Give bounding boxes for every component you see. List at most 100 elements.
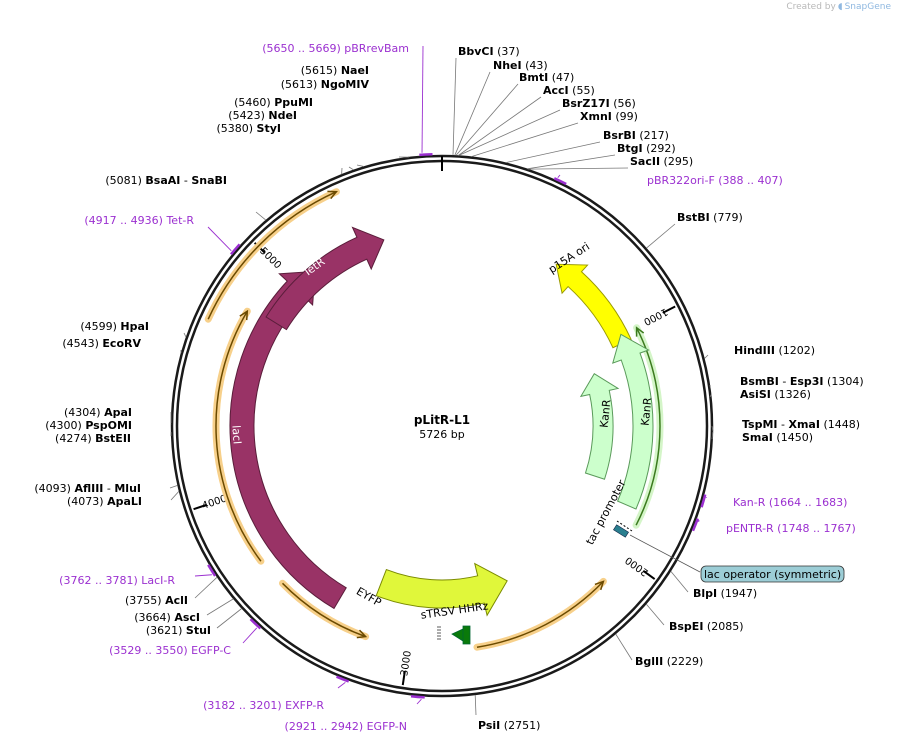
lac-operator-label: lac operator (symmetric) bbox=[704, 568, 841, 581]
primer-pbr322ori-f: pBR322ori-F (388 .. 407) bbox=[553, 174, 783, 187]
site-sacii: SacII (295) bbox=[528, 155, 693, 170]
tick-label-2000: 2000 bbox=[624, 554, 651, 578]
primer-label: Kan-R (1664 .. 1683) bbox=[733, 496, 847, 509]
tick-label-3000: 3000 bbox=[399, 650, 414, 677]
orf-bottom-left bbox=[279, 579, 370, 641]
primer-label: (5650 .. 5669) pBRrevBam bbox=[262, 42, 409, 55]
primer-laci-r: (3762 .. 3781) LacI-R bbox=[59, 564, 217, 587]
primer-pbrrevbam: (5650 .. 5669) pBRrevBam bbox=[262, 42, 433, 157]
site-bglii: BglII (2229) bbox=[615, 633, 703, 668]
site-label: (5081) BsaAI - SnaBI bbox=[105, 174, 227, 187]
feature-arrow-strsv-hhrz bbox=[451, 625, 471, 645]
site-acci: AccI (55) bbox=[458, 84, 595, 156]
restriction-sites: BbvCI (37)NheI (43)BmtI (47)AccI (55)Bsr… bbox=[34, 45, 863, 732]
site-label: (4274) BstEII bbox=[55, 432, 131, 445]
primer-label: pENTR-R (1748 .. 1767) bbox=[726, 522, 856, 535]
feature-label-laci: lacI bbox=[229, 425, 243, 445]
site-bsaai-snabi: (5081) BsaAI - SnaBI bbox=[105, 174, 267, 221]
primer-exfp-r: (3182 .. 3201) EXFP-R bbox=[203, 675, 350, 712]
tick-label-5000: 5000 bbox=[257, 246, 283, 272]
tick-2000 bbox=[642, 570, 656, 580]
site-bspei: BspEI (2085) bbox=[645, 603, 744, 633]
site-psii: PsiI (2751) bbox=[474, 694, 540, 732]
site-label: PsiI (2751) bbox=[478, 719, 540, 732]
site-asisi: AsiSI (1326) bbox=[709, 388, 811, 401]
site-label: (4543) EcoRV bbox=[62, 337, 141, 350]
site-smai: SmaI (1450) bbox=[711, 431, 813, 444]
site-label: AccI (55) bbox=[543, 84, 595, 97]
primer-label: (4917 .. 4936) Tet-R bbox=[84, 214, 194, 227]
orf-bottom-right bbox=[473, 577, 607, 651]
site-hindiii: HindIII (1202) bbox=[704, 344, 815, 359]
site-bstbi: BstBI (779) bbox=[646, 211, 743, 249]
site-label: HindIII (1202) bbox=[734, 344, 815, 357]
feature-arrow-p15a-ori bbox=[555, 263, 632, 349]
site-ecorv: (4543) EcoRV bbox=[62, 337, 182, 353]
site-btgi: BtgI (292) bbox=[527, 142, 676, 170]
feature-mark-tac-promoter bbox=[616, 520, 633, 532]
feature-mark-lac-operator bbox=[613, 524, 629, 538]
orf-tetr-outer bbox=[204, 188, 340, 323]
site-bsrbi: BsrBI (217) bbox=[505, 129, 669, 163]
feature-arrow-laci bbox=[229, 270, 347, 610]
tick-4000 bbox=[193, 503, 208, 511]
site-bbvci: BbvCI (37) bbox=[452, 45, 520, 156]
site-blpi: BlpI (1947) bbox=[670, 570, 757, 600]
site-label: (4093) AflIII - MluI bbox=[34, 482, 141, 495]
orf-arcs bbox=[204, 188, 664, 651]
site-label: BtgI (292) bbox=[617, 142, 676, 155]
primer-egfp-n: (2921 .. 2942) EGFP-N bbox=[285, 694, 425, 733]
site-label: (4304) ApaI bbox=[64, 406, 132, 419]
site-label: (5380) StyI bbox=[216, 122, 281, 135]
feature-label-kanr-outer: KanR bbox=[639, 396, 655, 426]
site-label: NheI (43) bbox=[493, 59, 548, 72]
site-label: (4073) ApaLI bbox=[67, 495, 142, 508]
site-label: (4599) HpaI bbox=[80, 320, 149, 333]
site-label: BstBI (779) bbox=[677, 211, 743, 224]
tick-label-1000: 1000 bbox=[642, 305, 670, 326]
site-bsmbi-esp3i: BsmBI - Esp3I (1304) bbox=[709, 375, 864, 389]
site-label: (5613) NgoMIV bbox=[281, 78, 370, 91]
site-bmti: BmtI (47) bbox=[455, 71, 574, 156]
feature-label-tac-promoter: tac promoter bbox=[583, 477, 628, 547]
feature-arrows bbox=[229, 226, 701, 645]
site-label: XmnI (99) bbox=[580, 110, 638, 123]
site-label: (3755) AclI bbox=[125, 594, 188, 607]
site-afliii-mlui: (4093) AflIII - MluI bbox=[34, 482, 178, 495]
primer-egfp-c: (3529 .. 3550) EGFP-C bbox=[109, 618, 262, 657]
primer-label: (3182 .. 3201) EXFP-R bbox=[203, 699, 324, 712]
site-styi: (5380) StyI bbox=[216, 122, 343, 175]
map-length: 5726 bp bbox=[419, 428, 464, 441]
snapgene-credit: Created by ◖ SnapGene bbox=[786, 2, 891, 12]
site-acli: (3755) AclI bbox=[125, 576, 218, 607]
orf-kan-green bbox=[632, 324, 664, 529]
primer-marks: (5650 .. 5669) pBRrevBam pBR322ori-F (388… bbox=[59, 42, 856, 733]
primer-pentr-r: pENTR-R (1748 .. 1767) bbox=[691, 518, 856, 535]
feature-label-kanr-inner: KanR bbox=[598, 398, 614, 428]
site-bsrz17i: BsrZ17I (56) bbox=[458, 97, 636, 156]
site-label: BsmBI - Esp3I (1304) bbox=[740, 375, 864, 388]
site-ndei: (5423) NdeI bbox=[228, 109, 354, 171]
primer-kan-r: Kan-R (1664 .. 1683) bbox=[700, 494, 847, 509]
site-label: BmtI (47) bbox=[519, 71, 574, 84]
site-naei: (5615) NaeI bbox=[301, 64, 410, 158]
feature-arrow-kanr-outer bbox=[612, 333, 654, 510]
site-label: (3621) StuI bbox=[146, 624, 211, 637]
site-apai: (4304) ApaI bbox=[64, 406, 172, 424]
site-asci: (3664) AscI bbox=[134, 598, 234, 624]
site-label: (5423) NdeI bbox=[228, 109, 297, 122]
credit-brand: SnapGene bbox=[844, 2, 891, 12]
primer-label: (2921 .. 2942) EGFP-N bbox=[285, 720, 407, 733]
primer-tet-r: (4917 .. 4936) Tet-R bbox=[84, 214, 241, 256]
credit-prefix: Created by bbox=[786, 2, 836, 12]
site-label: BglII (2229) bbox=[635, 655, 703, 668]
site-label: (5615) NaeI bbox=[301, 64, 369, 77]
feature-arrow-eyfp bbox=[375, 562, 508, 617]
site-label: (3664) AscI bbox=[134, 611, 200, 624]
site-label: (5460) PpuMI bbox=[234, 96, 313, 109]
primer-label: (3529 .. 3550) EGFP-C bbox=[109, 644, 231, 657]
site-label: (4300) PspOMI bbox=[45, 419, 132, 432]
primer-label: (3762 .. 3781) LacI-R bbox=[59, 574, 175, 587]
site-label: SacII (295) bbox=[630, 155, 693, 168]
lac-operator-badge: lac operator (symmetric) bbox=[700, 565, 845, 583]
